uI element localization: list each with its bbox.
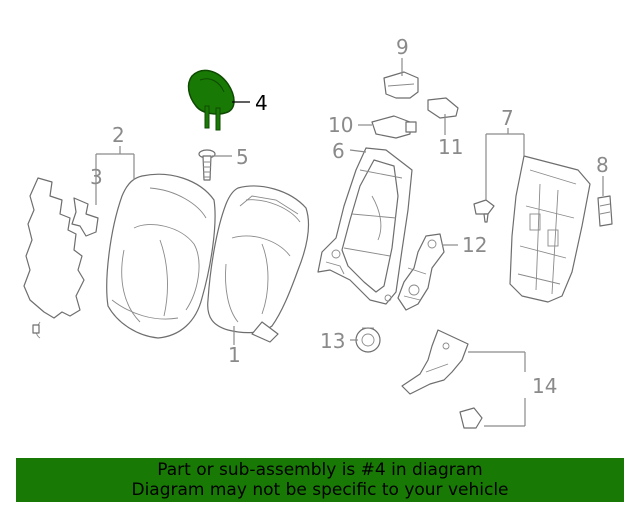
banner-line-2: Diagram may not be specific to your vehi… xyxy=(131,480,509,500)
callout-9: 9 xyxy=(396,35,409,59)
callout-7: 7 xyxy=(501,106,514,130)
callout-1: 1 xyxy=(228,343,241,367)
part-8-clip[interactable] xyxy=(597,195,613,227)
leader-lines xyxy=(95,58,604,427)
callout-11: 11 xyxy=(438,135,463,159)
headrest-cushion xyxy=(187,69,235,115)
callout-8: 8 xyxy=(596,153,609,177)
part-13-knob[interactable] xyxy=(355,327,381,353)
callout-14: 14 xyxy=(532,374,557,398)
callout-6: 6 xyxy=(332,139,345,163)
part-7-back-panel[interactable] xyxy=(509,155,591,303)
part-3-seatback-pad[interactable] xyxy=(23,177,99,339)
part-2-seatback-cover[interactable] xyxy=(106,173,216,339)
part-9-cover[interactable] xyxy=(383,71,419,99)
banner-line-1: Part or sub-assembly is #4 in diagram xyxy=(157,460,483,480)
callouts: 1 2 3 4 5 6 7 8 9 10 11 12 13 14 xyxy=(90,35,609,398)
part-11-clip[interactable] xyxy=(427,97,459,119)
part-12-lock[interactable] xyxy=(397,233,445,311)
callout-12: 12 xyxy=(462,233,487,257)
callout-3: 3 xyxy=(90,165,103,189)
part-4-headrest[interactable] xyxy=(187,69,235,131)
callout-13: 13 xyxy=(320,329,345,353)
part-14-hinge[interactable] xyxy=(401,329,483,429)
callout-10: 10 xyxy=(328,113,353,137)
part-6-seatback-frame[interactable] xyxy=(317,147,413,305)
callout-2: 2 xyxy=(112,123,125,147)
callout-4: 4 xyxy=(255,91,268,115)
callout-5: 5 xyxy=(236,145,249,169)
part-10-bracket[interactable] xyxy=(371,115,417,139)
part-5-bolt[interactable] xyxy=(198,149,216,181)
part-7-fastener[interactable] xyxy=(473,199,495,223)
part-1-seatback-assembly[interactable] xyxy=(207,185,309,343)
info-banner: Part or sub-assembly is #4 in diagram Di… xyxy=(16,458,624,502)
